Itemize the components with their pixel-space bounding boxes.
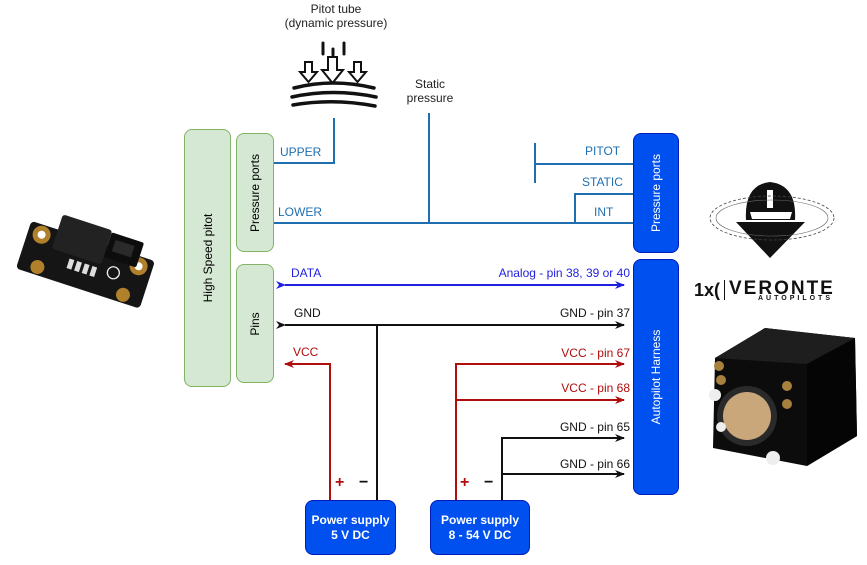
psu1-voltage: 5 V DC	[331, 527, 370, 542]
data-pin-label: DATA	[291, 266, 322, 280]
int-static-line	[574, 193, 633, 223]
vcc-pin67-label: VCC - pin 67	[561, 346, 630, 360]
veronte-brand: VERONTE	[729, 278, 835, 299]
veronte-mark: 1x(	[694, 280, 721, 300]
power-supply-8-54v-box: Power supply 8 - 54 V DC	[430, 500, 530, 555]
high-speed-pitot-sensor-image	[12, 212, 162, 308]
gnd-pin65-wire	[501, 434, 625, 500]
lower-port-label: LOWER	[278, 205, 323, 219]
psu2-title: Power supply	[440, 512, 520, 527]
veronte-helmet-logo	[709, 182, 835, 258]
static-pressure-label: Static pressure	[406, 77, 454, 105]
sensor-pins-box: Pins	[236, 264, 274, 383]
static-port-label: STATIC	[582, 175, 623, 189]
gnd-pin66-label: GND - pin 66	[559, 457, 630, 471]
upper-tube-line	[274, 118, 335, 164]
vcc-pin68-label: VCC - pin 68	[561, 381, 630, 395]
sensor-pins-label: Pins	[248, 311, 262, 336]
vcc-pin67-wire	[455, 360, 625, 500]
psu2-minus-sign: −	[484, 474, 494, 491]
vcc-sensor-wire	[284, 360, 331, 500]
power-supply-5v-box: Power supply 5 V DC	[305, 500, 396, 555]
psu2-plus-sign: +	[460, 474, 470, 491]
pitot-tube-icon	[290, 41, 378, 108]
high-speed-pitot-label: High Speed pitot	[200, 213, 215, 303]
sensor-pressure-ports-box: Pressure ports	[236, 133, 274, 252]
veronte-autopilot-device-image	[695, 318, 863, 468]
vcc-pin-label: VCC	[293, 345, 319, 359]
gnd-pin-label: GND	[294, 306, 321, 320]
high-speed-pitot-box: High Speed pitot	[184, 129, 231, 387]
veronte-logo: 1x( VERONTE AUTOPILOTS	[694, 278, 864, 304]
autopilot-pressure-ports-box: Pressure ports	[633, 133, 679, 253]
autopilot-harness-box: Autopilot Harness	[633, 259, 679, 495]
analog-pin-label: Analog - pin 38, 39 or 40	[498, 266, 630, 280]
pitot-tube-label: Pitot tube (dynamic pressure)	[284, 2, 388, 30]
int-port-label: INT	[594, 205, 614, 219]
autopilot-pressure-ports-label: Pressure ports	[649, 153, 663, 233]
upper-port-label: UPPER	[280, 145, 322, 159]
autopilot-harness-label: Autopilot Harness	[649, 329, 663, 425]
veronte-divider	[724, 280, 725, 300]
psu1-plus-sign: +	[335, 474, 345, 491]
gnd-pin37-label: GND - pin 37	[559, 306, 630, 320]
veronte-tagline: AUTOPILOTS	[758, 295, 833, 302]
pitot-port-label: PITOT	[585, 144, 621, 158]
psu2-voltage: 8 - 54 V DC	[448, 527, 512, 542]
sensor-pressure-ports-label: Pressure ports	[248, 153, 262, 232]
psu1-title: Power supply	[311, 512, 390, 527]
gnd-pin65-label: GND - pin 65	[559, 420, 630, 434]
psu1-minus-sign: −	[359, 474, 369, 491]
